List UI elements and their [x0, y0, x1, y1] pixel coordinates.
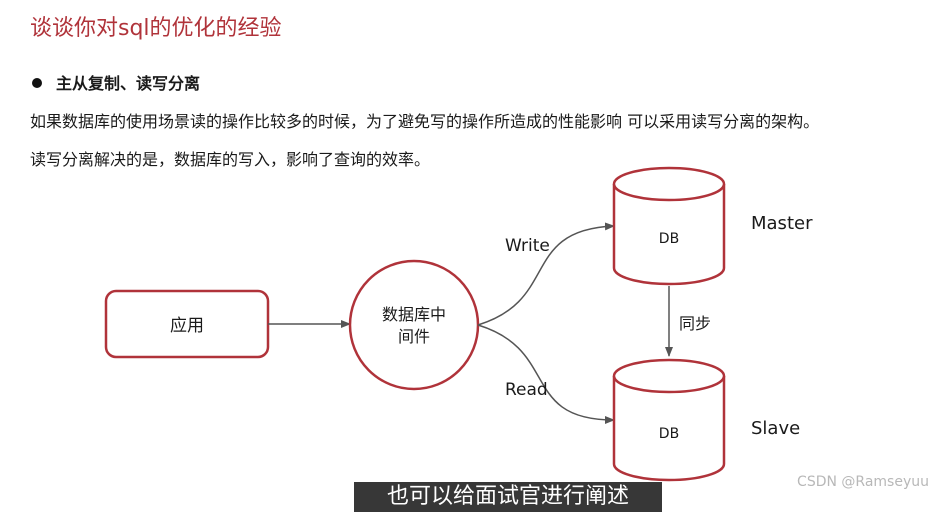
master-db-label: DB — [659, 231, 679, 247]
slave-label: Slave — [751, 418, 800, 439]
read-arrow — [477, 324, 615, 424]
page-title: 谈谈你对sql的优化的经验 — [30, 16, 282, 41]
bullet-heading-text: 主从复制、读写分离 — [56, 74, 201, 93]
paragraph-2: 读写分离解决的是，数据库的写入，影响了查询的效率。 — [30, 150, 431, 169]
write-arrow — [477, 222, 615, 326]
app-label: 应用 — [170, 316, 204, 336]
master-label: Master — [751, 213, 813, 234]
slave-db-cylinder — [612, 358, 726, 482]
middleware-label-line1: 数据库中 — [382, 305, 446, 324]
middleware-circle — [348, 259, 480, 391]
video-subtitle: 也可以给面试官进行阐述 — [354, 482, 662, 512]
master-db-cylinder — [612, 166, 726, 286]
sync-label: 同步 — [679, 314, 711, 333]
bullet-heading: 主从复制、读写分离 — [32, 70, 200, 94]
watermark: CSDN @Ramseyuu — [797, 474, 929, 490]
write-label: Write — [505, 236, 550, 256]
bullet-dot-icon — [32, 78, 42, 88]
architecture-diagram: 应用 数据库中 间件 Write Read DB Master 同步 DB Sl… — [104, 166, 813, 482]
read-label: Read — [505, 380, 548, 400]
slave-db-label: DB — [659, 426, 679, 442]
paragraph-1: 如果数据库的使用场景读的操作比较多的时候，为了避免写的操作所造成的性能影响 可以… — [30, 112, 820, 131]
middleware-label-line2: 间件 — [398, 327, 430, 346]
